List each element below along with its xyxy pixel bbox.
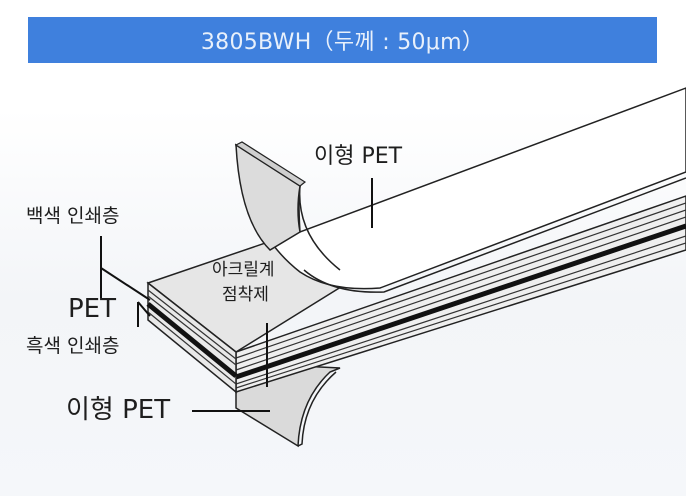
label-adhesive-line1: 아크릴계 [212,260,275,280]
label-black-print-layer: 흑색 인쇄층 [26,335,120,357]
label-white-print-layer: 백색 인쇄층 [26,205,120,227]
label-pet: PET [68,294,116,324]
label-release-pet-top: 이형 PET [314,144,403,169]
title-banner: 3805BWH（두께 : 50μm） [28,17,657,63]
label-adhesive-line2: 점착제 [222,285,269,305]
black-print-layer [235,223,686,380]
layer-lines [235,202,686,389]
label-release-pet-bottom: 이형 PET [66,395,171,425]
leader-lines [100,178,373,412]
